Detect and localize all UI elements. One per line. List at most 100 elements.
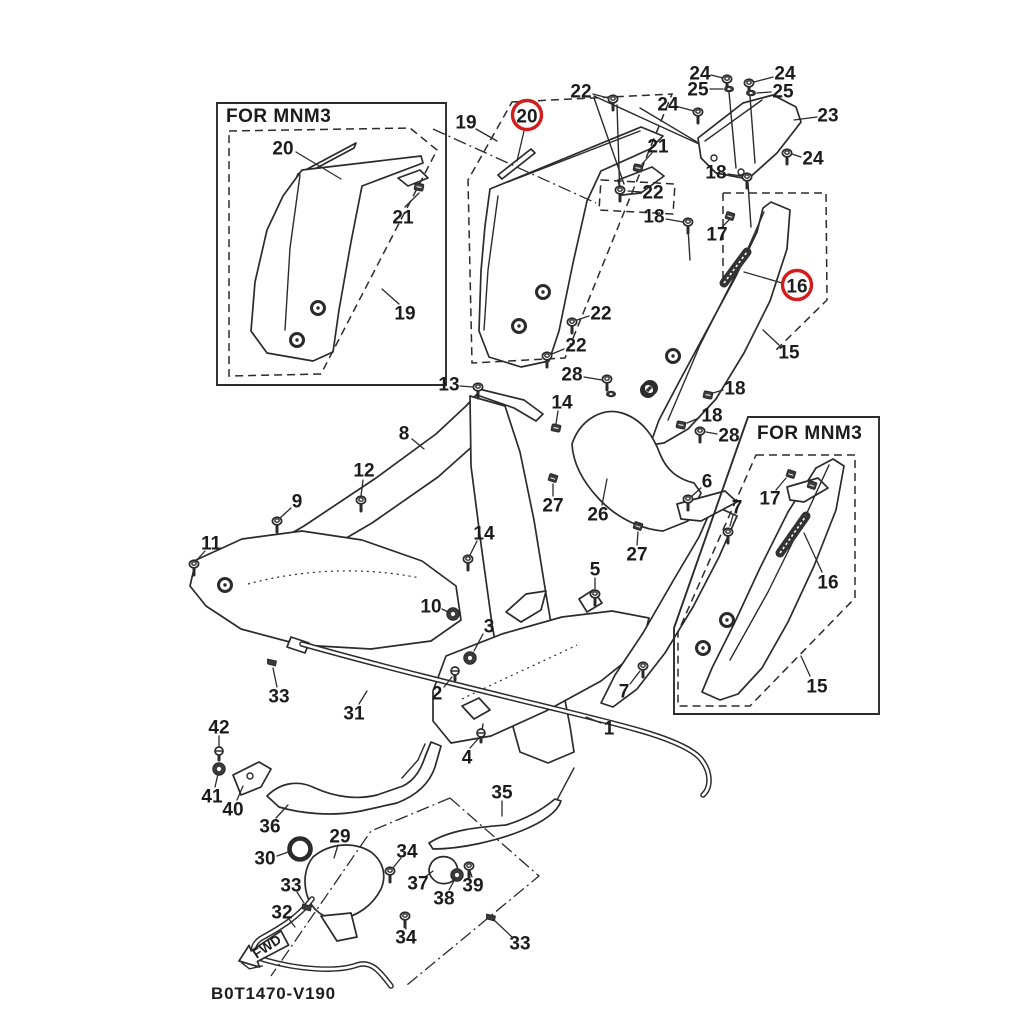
- callout-16: 16: [803, 532, 839, 594]
- part-number-label[interactable]: 36: [259, 817, 280, 838]
- washer-icon: [606, 390, 616, 398]
- nut-slot: [553, 426, 559, 430]
- callout-leader: [443, 676, 453, 688]
- callout-leader: [276, 850, 292, 857]
- part-number-label[interactable]: 33: [268, 687, 289, 708]
- callout-38: 38: [433, 878, 456, 910]
- part-number-label[interactable]: 24: [774, 64, 796, 85]
- nut-icon: [675, 420, 687, 430]
- part-number-label[interactable]: 26: [587, 505, 608, 526]
- part-number-label[interactable]: 18: [724, 379, 745, 400]
- callout-leader: [275, 804, 289, 819]
- part-number-label[interactable]: 41: [201, 787, 223, 808]
- detail-line: [556, 767, 575, 801]
- callout-leader: [585, 716, 602, 724]
- part-outline: [397, 169, 429, 187]
- part-number-label[interactable]: 7: [619, 682, 630, 703]
- part-number-label[interactable]: 22: [565, 336, 586, 357]
- part-number-label[interactable]: 8: [399, 424, 410, 445]
- part-number-label[interactable]: 37: [407, 874, 428, 895]
- part-number-label[interactable]: 6: [702, 472, 713, 493]
- crease-line: [461, 644, 578, 700]
- inset-box-border: [216, 102, 447, 386]
- part-number-label[interactable]: 29: [329, 827, 350, 848]
- part-number-label[interactable]: 15: [806, 677, 828, 698]
- part-outline: [676, 490, 738, 522]
- part-number-label[interactable]: 15: [778, 343, 800, 364]
- part-number-label[interactable]: 20: [516, 107, 537, 128]
- detail-line: [728, 91, 737, 169]
- part-number-label[interactable]: 25: [687, 80, 709, 101]
- nut-icon: [413, 182, 425, 192]
- grommet-center: [517, 324, 521, 328]
- part-number-label[interactable]: 31: [343, 704, 365, 725]
- part-number-label[interactable]: 40: [222, 800, 243, 821]
- part-number-label[interactable]: 33: [280, 876, 301, 897]
- part-number-label[interactable]: 1: [604, 719, 615, 740]
- part-number-label[interactable]: 30: [254, 849, 275, 870]
- part-number-label[interactable]: 4: [462, 748, 473, 769]
- part-number-label[interactable]: 28: [561, 365, 582, 386]
- part-number-label[interactable]: 22: [590, 304, 611, 325]
- part-number-label[interactable]: 19: [455, 113, 476, 134]
- part-number-label[interactable]: 14: [473, 524, 495, 545]
- part-number-label[interactable]: 34: [396, 842, 418, 863]
- part-number-label[interactable]: 35: [491, 783, 513, 804]
- clip-slit: [727, 215, 733, 218]
- callout-32: 32: [271, 903, 296, 928]
- part-number-label[interactable]: 27: [542, 496, 563, 517]
- diagram-artwork: [189, 91, 845, 989]
- part-number-label[interactable]: 18: [705, 163, 726, 184]
- part-number-label[interactable]: 24: [689, 64, 711, 85]
- part-number-label[interactable]: 9: [292, 492, 303, 513]
- part-number-label[interactable]: 23: [817, 106, 838, 127]
- part-number-label[interactable]: 3: [484, 617, 495, 638]
- part-number-label[interactable]: 34: [395, 928, 417, 949]
- detail-line: [747, 182, 752, 228]
- callout-leader: [592, 93, 609, 99]
- part-number-label[interactable]: 25: [772, 82, 794, 103]
- callout-22: 22: [627, 183, 664, 204]
- part-number-label[interactable]: 16: [817, 573, 838, 594]
- part-number-label[interactable]: 17: [706, 225, 727, 246]
- callout-9: 9: [279, 492, 303, 519]
- part-number-label[interactable]: 22: [570, 82, 591, 103]
- part-number-label[interactable]: 7: [732, 498, 743, 519]
- callout-21: 21: [392, 192, 420, 229]
- part-number-label[interactable]: 42: [208, 718, 229, 739]
- hole-icon: [710, 154, 718, 162]
- part-number-label[interactable]: 12: [353, 461, 374, 482]
- part-number-label[interactable]: 16: [786, 277, 807, 298]
- part-number-label[interactable]: 18: [643, 207, 664, 228]
- callout-10: 10: [420, 597, 449, 618]
- screw-icon: [722, 527, 734, 545]
- part-number-label[interactable]: 14: [551, 393, 573, 414]
- dashed-boundary: [228, 127, 438, 377]
- part-number-label[interactable]: 20: [272, 139, 293, 160]
- part-number-label[interactable]: 5: [590, 560, 601, 581]
- part-number-label[interactable]: 18: [701, 406, 722, 427]
- part-number-label[interactable]: 27: [626, 545, 647, 566]
- part-number-label[interactable]: 13: [438, 375, 459, 396]
- part-number-label[interactable]: 24: [657, 95, 679, 116]
- part-number-label[interactable]: 21: [392, 208, 414, 229]
- part-number-label[interactable]: 22: [642, 183, 663, 204]
- part-number-label[interactable]: 19: [394, 304, 415, 325]
- part-number-label[interactable]: 39: [462, 876, 483, 897]
- callout-leader: [800, 655, 811, 677]
- part-number-label[interactable]: 24: [802, 149, 824, 170]
- part-number-label[interactable]: 28: [718, 426, 739, 447]
- part-number-label[interactable]: 33: [509, 934, 530, 955]
- part-number-label[interactable]: 11: [201, 534, 222, 555]
- callout-leader: [475, 128, 498, 142]
- callout-leader: [691, 487, 702, 497]
- part-number-label[interactable]: 10: [420, 597, 441, 618]
- part-number-label[interactable]: 38: [433, 889, 454, 910]
- part-number-label[interactable]: 21: [647, 137, 669, 158]
- bolt-icon: [214, 746, 224, 762]
- part-number-label[interactable]: 2: [432, 684, 443, 705]
- part-number-label[interactable]: 17: [759, 489, 780, 510]
- part-number-label[interactable]: 32: [271, 903, 292, 924]
- fastener-symbols: [188, 74, 818, 929]
